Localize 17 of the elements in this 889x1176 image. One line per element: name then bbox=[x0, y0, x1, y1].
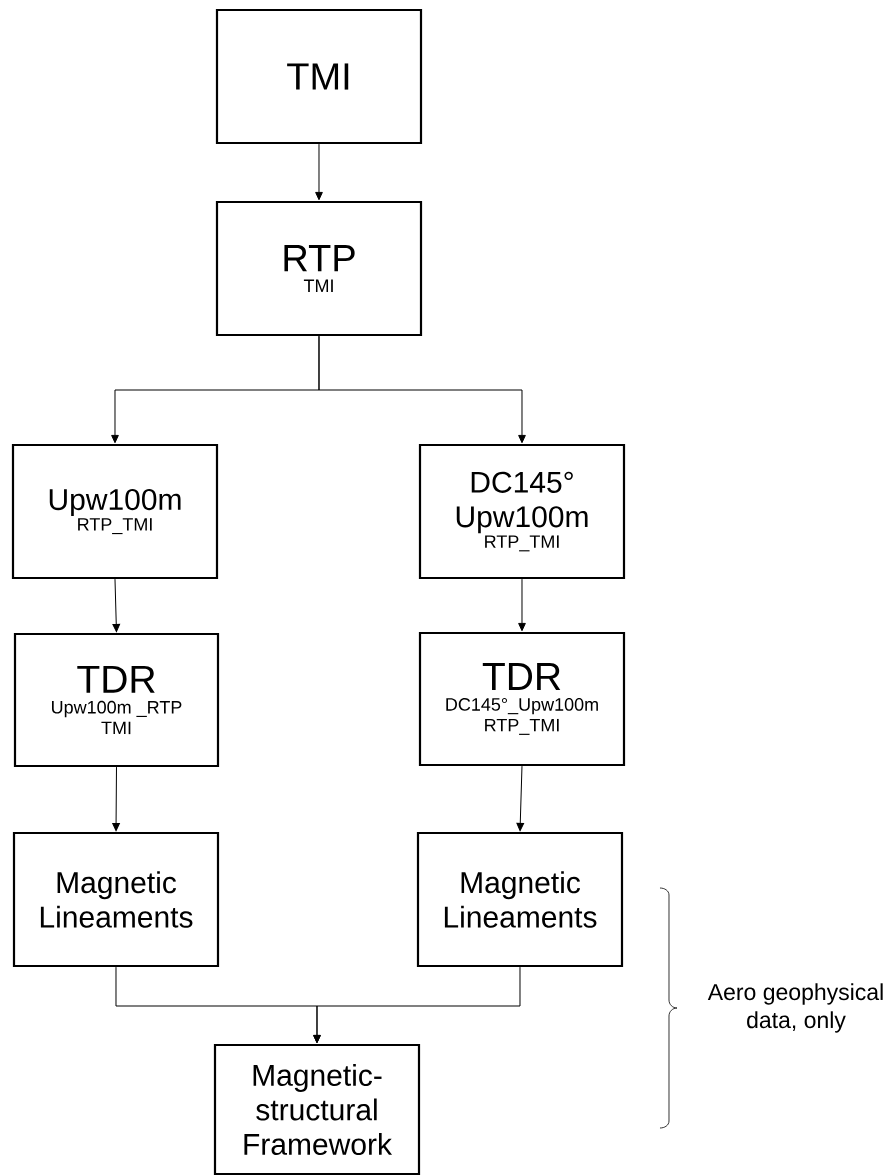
process-box: TMI bbox=[215, 8, 423, 145]
arrow bbox=[318, 335, 526, 444]
process-box: Magnetic-structural Framework bbox=[213, 1043, 421, 1176]
arrow bbox=[313, 966, 521, 1044]
process-box: TDR DC145°_Upw100m RTP_TMI bbox=[418, 631, 626, 767]
arrow bbox=[112, 578, 121, 633]
process-box: Magnetic Lineaments bbox=[12, 831, 220, 968]
arrow bbox=[315, 143, 323, 201]
process-box: RTP TMI bbox=[215, 200, 423, 337]
process-box: DC145° Upw100m RTP_TMI bbox=[418, 443, 626, 580]
arrow bbox=[516, 765, 525, 832]
process-box: Magnetic Lineaments bbox=[416, 831, 624, 968]
arrow bbox=[112, 766, 120, 832]
note: Aero geophysical data, only bbox=[707, 983, 883, 1033]
arrow bbox=[518, 578, 526, 632]
process-box: TDR Upw100m _RTP TMI bbox=[13, 632, 220, 768]
process-box: Upw100m RTP_TMI bbox=[11, 443, 219, 580]
